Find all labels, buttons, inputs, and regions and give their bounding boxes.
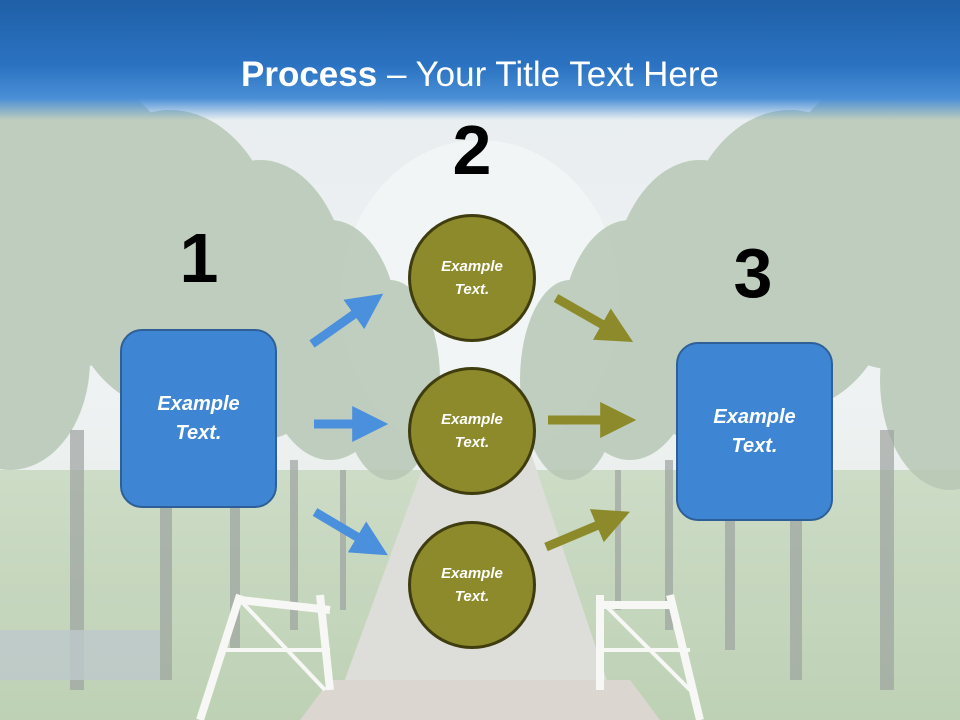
circle-bottom-text: Example Text. [441, 565, 503, 605]
circle-top-text: Example Text. [441, 258, 503, 298]
arrow-top-to-3 [553, 294, 634, 343]
circle-middle-text: Example Text. [441, 411, 503, 451]
arrow-bottom-to-3 [544, 509, 630, 552]
title-rest-part: – Your Title Text Here [377, 55, 719, 94]
slide-title: Process – Your Title Text Here [0, 50, 960, 100]
arrow-1-to-bottom [312, 508, 388, 556]
title-bold-part: Process [241, 55, 378, 94]
title-banner [0, 0, 960, 120]
arrow-1-to-top [309, 293, 384, 348]
step-number-1: 1 [179, 219, 219, 297]
step-3-box: Example Text. [676, 342, 833, 521]
step-1-box: Example Text. [120, 329, 277, 508]
step-2-circle-middle: Example Text. [408, 367, 536, 495]
step-number-3: 3 [733, 234, 773, 312]
step-3-text: Example Text. [713, 405, 796, 457]
step-number-2: 2 [452, 111, 492, 189]
step-2-circle-bottom: Example Text. [408, 521, 536, 649]
step-2-circle-top: Example Text. [408, 214, 536, 342]
step-1-text: Example Text. [157, 392, 240, 444]
